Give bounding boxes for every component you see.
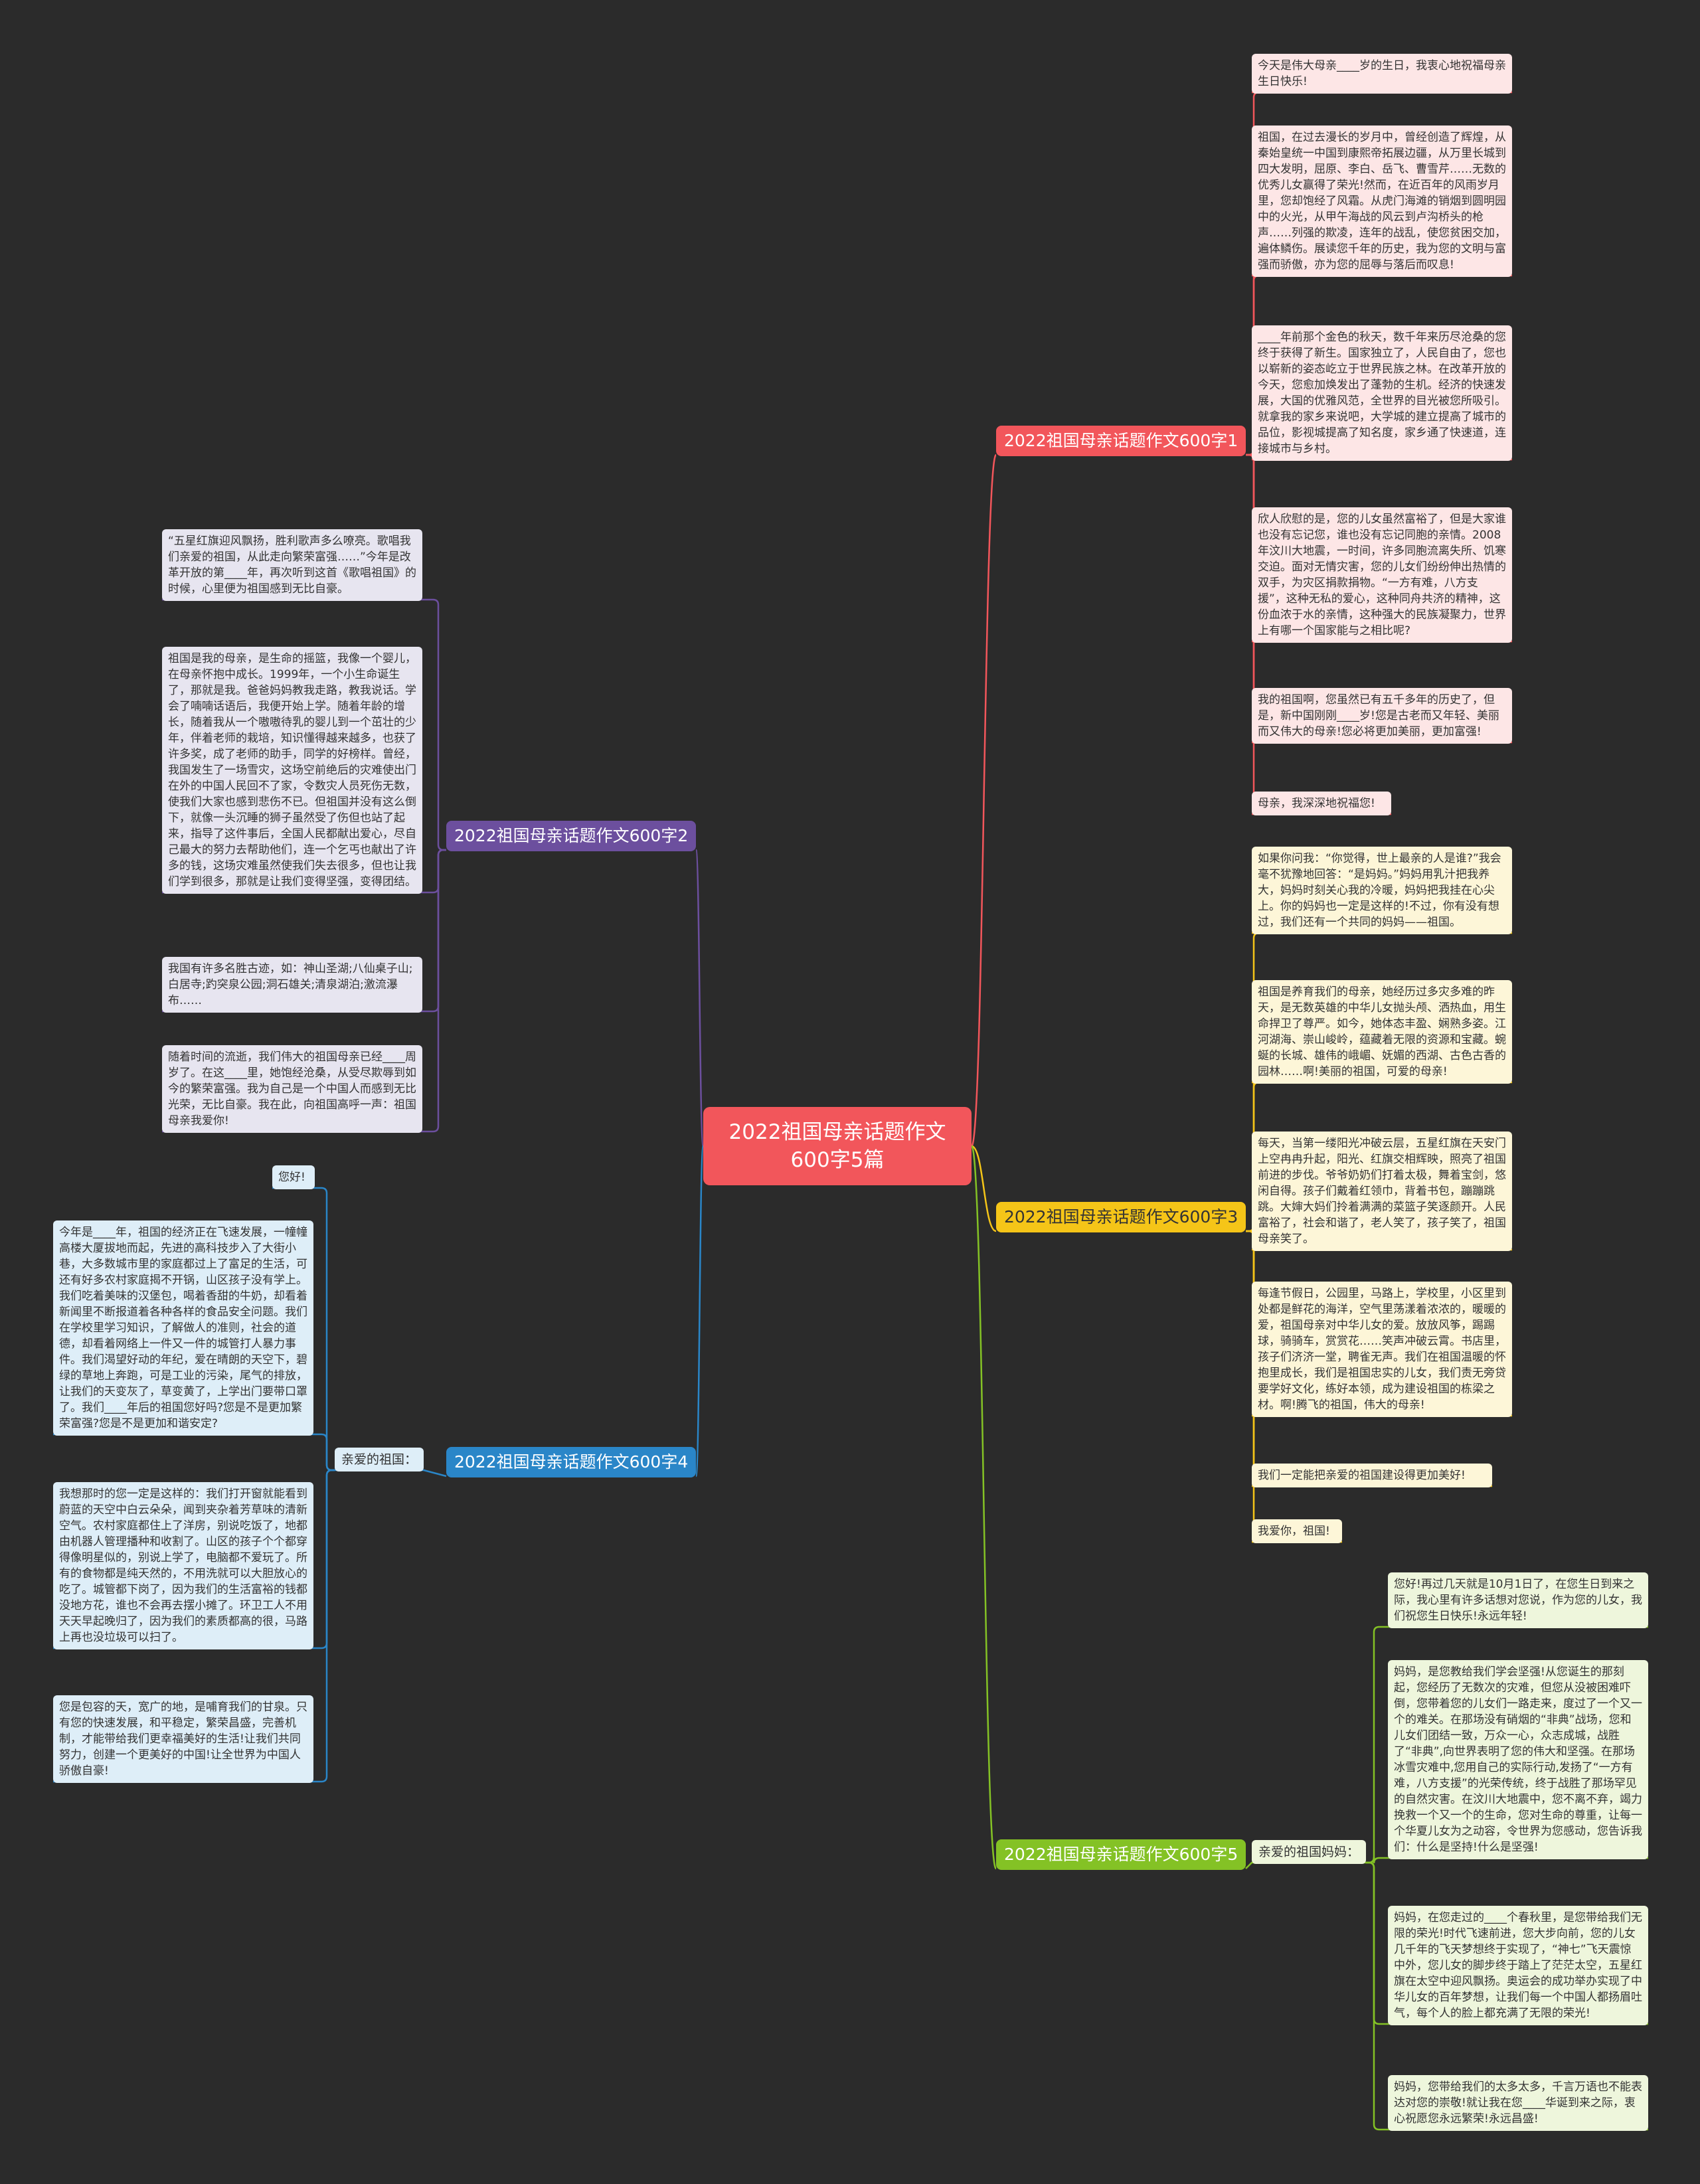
list-item: 今年是____年，祖国的经济正在飞速发展，一幢幢高楼大厦拔地而起，先进的高科技步… <box>53 1220 313 1436</box>
list-item: 每逢节假日，公园里，马路上，学校里，小区里到处都是鲜花的海洋，空气里荡漾着浓浓的… <box>1252 1282 1512 1417</box>
list-item: 随着时间的流逝，我们伟大的祖国母亲已经____周岁了。在这____里，她饱经沧桑… <box>162 1045 422 1133</box>
root-title: 2022祖国母亲话题作文600字5篇 <box>728 1120 946 1172</box>
list-item: 欣人欣慰的是，您的儿女虽然富裕了，但是大家谁也没有忘记您，谁也没有忘记同胞的亲情… <box>1252 507 1512 643</box>
list-item: 祖国是我的母亲，是生命的摇篮，我像一个婴儿，在母亲怀抱中成长。1999年，一个小… <box>162 647 422 894</box>
leaf-link <box>53 1433 335 1471</box>
salutation: 亲爱的祖国： <box>335 1448 424 1471</box>
branch-essay-2[interactable]: 2022祖国母亲话题作文600字2 <box>446 821 697 851</box>
leaf-link <box>162 849 446 1133</box>
list-item: 我国有许多名胜古迹，如：神山圣湖;八仙桌子山;白居寺;趵突泉公园;洞石雄关;清泉… <box>162 957 422 1013</box>
branch-essay-3[interactable]: 2022祖国母亲话题作文600字3 <box>996 1202 1246 1232</box>
list-item: 妈妈，在您走过的____个春秋里，是您带给我们无限的荣光!时代飞速前进，您大步向… <box>1388 1906 1648 2025</box>
salutation: 亲爱的祖国妈妈： <box>1252 1840 1367 1864</box>
list-item: “五星红旗迎风飘扬，胜利歌声多么嘹亮。歌唱我们亲爱的祖国，从此走向繁荣富强……”… <box>162 529 422 601</box>
branch-essay-4[interactable]: 2022祖国母亲话题作文600字4 <box>446 1447 697 1477</box>
list-item: 每天，当第一缕阳光冲破云层，五星红旗在天安门上空冉冉升起，阳光、红旗交相辉映，照… <box>1252 1132 1512 1251</box>
list-item: 如果你问我：“你觉得，世上最亲的人是谁?”我会毫不犹豫地回答：“是妈妈。”妈妈用… <box>1252 847 1512 934</box>
root-branch-link <box>695 849 705 1147</box>
list-item: 您好! <box>272 1165 315 1189</box>
list-item: 我的祖国啊，您虽然已有五千多年的历史了，但是，新中国刚刚____岁!您是古老而又… <box>1252 688 1512 744</box>
root-branch-link <box>695 1145 705 1477</box>
list-item: 今天是伟大母亲____岁的生日，我衷心地祝福母亲生日快乐! <box>1252 54 1512 94</box>
root-branch-link <box>971 1145 997 1232</box>
root-topic[interactable]: 2022祖国母亲话题作文600字5篇 <box>703 1107 972 1185</box>
list-item: 母亲，我深深地祝福您! <box>1252 792 1391 815</box>
branch-essay-5[interactable]: 2022祖国母亲话题作文600字5 <box>996 1839 1246 1870</box>
list-item: 我想那时的您一定是这样的：我们打开窗就能看到蔚蓝的天空中白云朵朵，闻到夹杂着芳草… <box>53 1482 313 1649</box>
leaf-link <box>53 1469 335 1783</box>
leaf-link <box>1366 1861 1648 2131</box>
list-item: 妈妈，是您教给我们学会坚强!从您诞生的那刻起，您经历了无数次的灾难，但您从没被困… <box>1388 1660 1648 1859</box>
branch-essay-1[interactable]: 2022祖国母亲话题作文600字1 <box>996 426 1246 456</box>
list-item: 祖国是养育我们的母亲，她经历过多灾多难的昨天，是无数英雄的中华儿女抛头颅、洒热血… <box>1252 980 1512 1084</box>
list-item: 我们一定能把亲爱的祖国建设得更加美好! <box>1252 1464 1492 1487</box>
root-branch-link <box>970 1145 997 1870</box>
list-item: ____年前那个金色的秋天，数千年来历尽沧桑的您终于获得了新生。国家独立了，人民… <box>1252 325 1512 461</box>
list-item: 您是包容的天，宽广的地，是哺育我们的甘泉。只有您的快速发展，和平稳定，繁荣昌盛，… <box>53 1695 313 1783</box>
list-item: 妈妈，您带给我们的太多太多，千言万语也不能表达对您的崇敬!就让我在您____华诞… <box>1388 2075 1648 2131</box>
list-item: 我爱你，祖国! <box>1252 1519 1342 1543</box>
list-item: 您好!再过几天就是10月1日了，在您生日到来之际，我心里有许多话想对您说，作为您… <box>1388 1572 1648 1628</box>
root-branch-link <box>970 454 997 1147</box>
list-item: 祖国，在过去漫长的岁月中，曾经创造了辉煌，从秦始皇统一中国到康熙帝拓展边疆，从万… <box>1252 126 1512 277</box>
